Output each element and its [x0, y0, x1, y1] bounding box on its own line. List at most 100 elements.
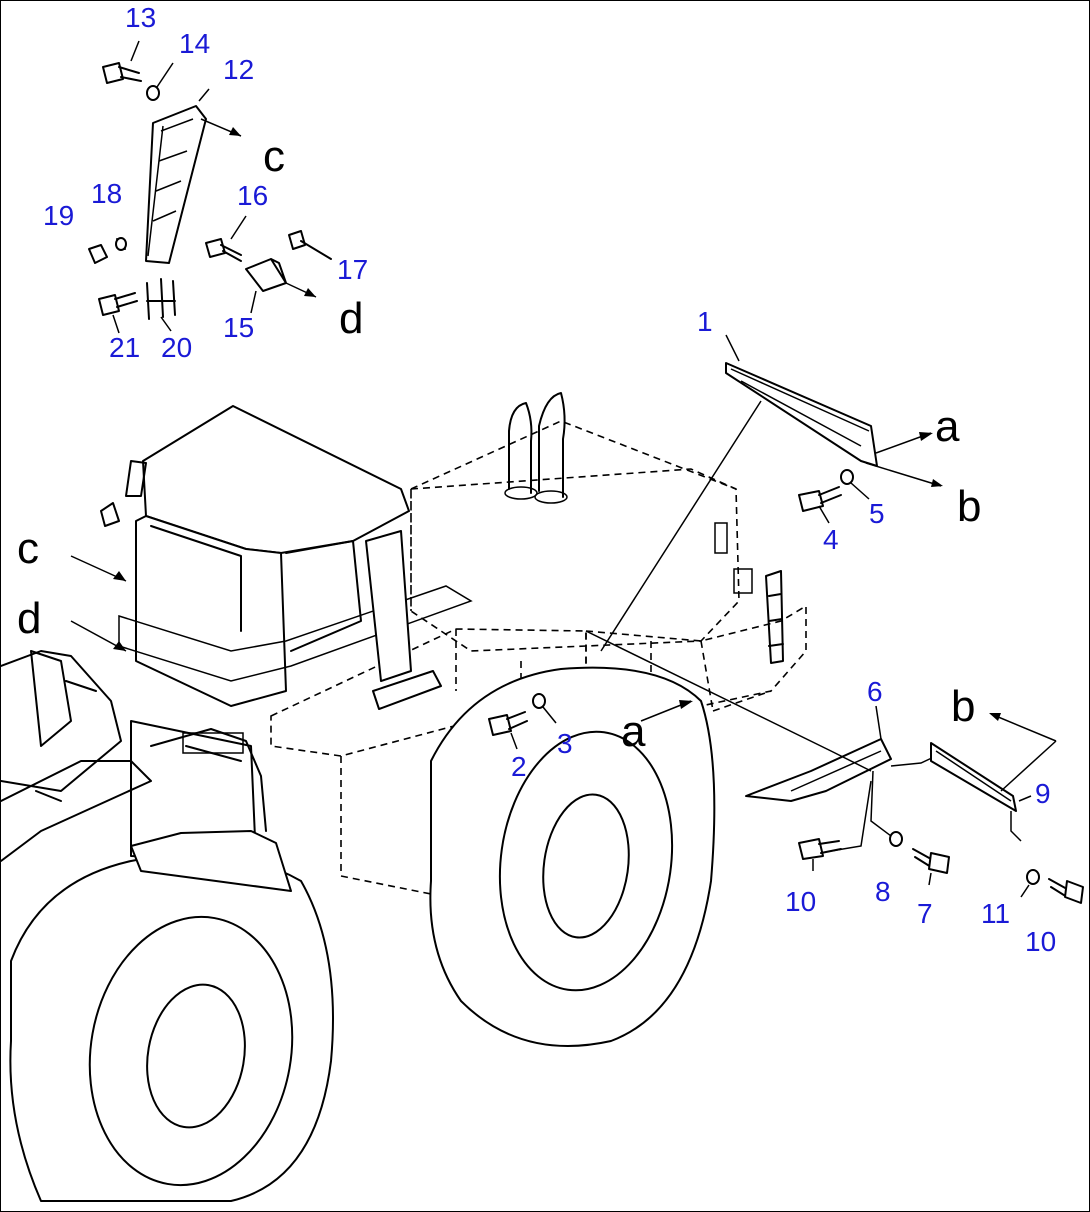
front-wheel: [9, 853, 334, 1202]
part-12-body: [145, 105, 207, 264]
part-1-detail: [730, 368, 870, 447]
reference-letters: a a b b c c d d: [17, 132, 981, 756]
ref-letter-a-top: a: [935, 402, 960, 451]
ref-letter-b-top: b: [957, 482, 981, 531]
cab-body: [135, 515, 287, 707]
front-linkage: [1, 650, 292, 892]
part-number-2: 2: [511, 751, 527, 782]
part-number-18: 18: [91, 178, 122, 209]
part-8-washer: [889, 831, 903, 847]
part-9-body: [930, 742, 1017, 812]
linkage-plate: [30, 650, 97, 802]
part-number-4: 4: [823, 524, 839, 555]
part-15-bracket: [245, 258, 317, 314]
rear-wheel-hub: [542, 793, 630, 939]
mirror: [100, 460, 147, 527]
link-6-9: [890, 755, 937, 767]
frame-center: [455, 629, 522, 701]
part-number-5: 5: [869, 498, 885, 529]
front-frame: [150, 728, 267, 832]
boom-lower: [1, 760, 152, 862]
engine-hood: [410, 468, 740, 652]
leader-8-line: [870, 770, 892, 837]
part-14-washer: [146, 62, 174, 101]
part-12-rungs: [147, 118, 194, 257]
leader-1: [725, 334, 740, 362]
hood-top: [410, 420, 737, 490]
part-12-ladder: [145, 88, 242, 264]
part-7-bolt: [912, 848, 950, 886]
leader-12: [198, 88, 210, 102]
tail-lamp: [733, 568, 753, 594]
part-number-12: 12: [223, 54, 254, 85]
rops-base: [372, 670, 442, 710]
leader-11-line: [1010, 811, 1022, 842]
part-number-10-right: 10: [1025, 926, 1056, 957]
leader-6: [875, 705, 882, 740]
part-11-washer: [1020, 869, 1040, 898]
part-17-bolt: [288, 230, 332, 260]
part-number-10-left: 10: [785, 886, 816, 917]
stack-base-right: [534, 490, 568, 504]
leader-9: [1018, 795, 1032, 802]
side-ladder: [765, 570, 784, 664]
front-wheel-hub: [146, 983, 246, 1129]
part-number-14: 14: [179, 28, 210, 59]
part-4-bolt: [798, 486, 842, 524]
reference-arrows: [70, 127, 1057, 772]
part-18-pin: [115, 237, 127, 251]
part-13-bolt: [102, 40, 142, 84]
part-number-16: 16: [237, 180, 268, 211]
machine-body: [100, 392, 807, 897]
ref-letter-c-left: c: [17, 524, 39, 573]
rops-post: [365, 530, 412, 682]
part-number-11: 11: [981, 898, 1010, 929]
part-number-20: 20: [161, 332, 192, 363]
rear-wheel-rim: [498, 730, 674, 992]
part-2-bolt: [488, 711, 528, 750]
cab-side: [285, 540, 362, 652]
part-9-plate: [930, 740, 1057, 842]
side-lamp: [714, 522, 728, 554]
part-number-8: 8: [875, 876, 891, 907]
ref-letter-b-low: b: [951, 682, 975, 731]
cab-window-line: [150, 525, 242, 632]
part-number-15: 15: [223, 312, 254, 343]
ref-letter-a-low: a: [621, 707, 646, 756]
exhaust-stack-right: [538, 392, 566, 498]
part-10-bolt-right: [1048, 878, 1084, 904]
part-6-body: [745, 738, 892, 802]
cab-base: [118, 585, 473, 682]
part-number-3: 3: [557, 728, 573, 759]
part-16-bolt: [205, 215, 247, 262]
part-20-bracket: [146, 278, 176, 332]
front-wheel-rim: [88, 915, 294, 1187]
wheels: [9, 666, 716, 1202]
ref-letter-d-top: d: [339, 294, 363, 343]
front-lamp: [182, 732, 244, 754]
part-number-19: 19: [43, 200, 74, 231]
exhaust-stack-left: [508, 402, 533, 494]
leader-15: [250, 290, 257, 314]
part-number-13: 13: [125, 2, 156, 33]
leader-1-to-frame: [600, 400, 762, 652]
boom-arm: [1, 650, 122, 792]
ref-letter-c-top: c: [263, 132, 285, 181]
part-1-step: [600, 334, 878, 652]
part-number-6: 6: [867, 676, 883, 707]
part-number-9: 9: [1035, 778, 1051, 809]
part-number-21: 21: [109, 332, 140, 363]
part-5-washer: [840, 469, 870, 500]
part-number-7: 7: [917, 898, 933, 929]
part-3-washer: [532, 693, 557, 724]
front-fender: [130, 830, 292, 892]
stack-base-left: [504, 486, 538, 500]
part-number-1: 1: [697, 306, 713, 337]
part-21-bolt: [98, 292, 138, 334]
part-number-17: 17: [337, 254, 368, 285]
link-b-lower: [1000, 740, 1057, 792]
rear-wheel: [429, 666, 716, 1047]
part-number-labels: 1 2 3 4 5 6 7 8 9 10 10 11 12 13 14 15 1…: [43, 2, 1056, 957]
